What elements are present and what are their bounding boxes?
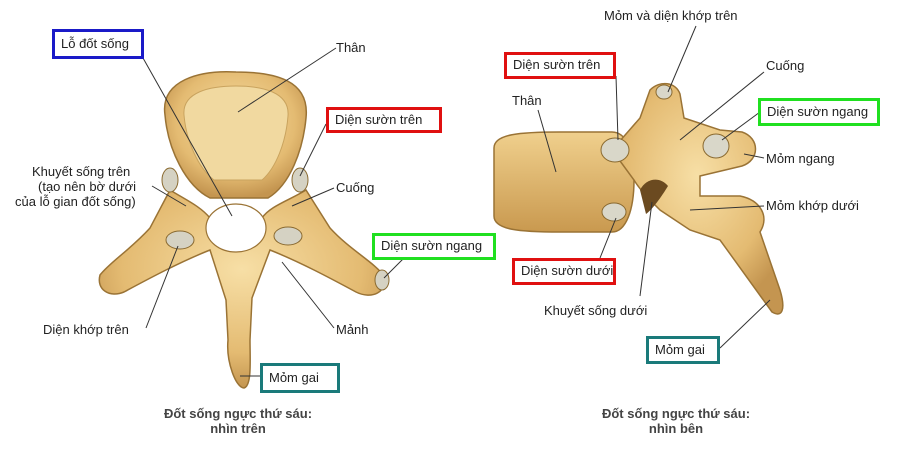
leader-mom-khop-duoi [689, 205, 765, 211]
label-khuyet-song-tren-3: của lỗ gian đốt sống) [15, 194, 136, 209]
top-view-vertebra [98, 71, 390, 389]
caption-side-line2: nhìn bên [648, 421, 704, 436]
label-mom-va-dien-khop-tren: Mỏm và diện khớp trên [604, 8, 738, 23]
label-than-top: Thân [336, 40, 366, 55]
side-sup-articular-facet [655, 84, 673, 100]
label-khuyet-song-duoi: Khuyết sống dưới [544, 303, 648, 318]
leader-lines [142, 25, 771, 377]
leader-dien-suon-tren-side [615, 75, 619, 141]
leader-cuong-top [291, 187, 335, 207]
label-mom-gai-top: Mỏm gai [260, 363, 340, 393]
leader-dien-suon-duoi [599, 217, 617, 259]
side-sup-costal-facet [600, 137, 630, 163]
label-than-side: Thân [512, 93, 542, 108]
top-sup-facet-left [165, 230, 195, 250]
label-lo-dot-song: Lỗ đốt sống [52, 29, 144, 59]
leader-khuyet-song-tren [151, 185, 187, 207]
caption-top-line2: nhìn trên [210, 421, 266, 436]
leader-mom-ngang [743, 153, 765, 159]
leader-khuyet-song-duoi [639, 201, 653, 297]
top-costal-facet-right [291, 167, 309, 193]
label-mom-khop-duoi: Mỏm khớp dưới [766, 198, 859, 213]
leader-mom-gai-side [719, 299, 771, 349]
caption-top-line1: Đốt sống ngực thứ sáu: [163, 406, 313, 421]
leader-than-top [237, 47, 337, 113]
label-dien-suon-tren-top: Diện sườn trên [326, 107, 442, 133]
leader-cuong-side [679, 71, 765, 141]
label-mom-gai-side: Mỏm gai [646, 336, 720, 364]
leader-dien-suon-tren-top [299, 123, 327, 177]
label-khuyet-song-tren-2: (tạo nên bờ dưới [38, 179, 137, 194]
label-mom-ngang: Mỏm ngang [766, 151, 835, 166]
caption-side-line1: Đốt sống ngực thứ sáu: [601, 406, 751, 421]
leader-dien-suon-ngang-side [721, 111, 761, 141]
label-cuong-top: Cuống [336, 180, 375, 195]
top-transverse-facet [374, 269, 390, 291]
side-arch-shape [611, 82, 784, 315]
side-inferior-notch [640, 179, 668, 214]
label-dien-khop-tren: Diện khớp trên [43, 322, 129, 337]
leader-dien-khop-tren [145, 245, 179, 329]
leader-mom-va-dien-khop-tren [667, 25, 697, 93]
label-dien-suon-tren-side: Diện sườn trên [504, 52, 616, 79]
label-dien-suon-ngang-top: Diện sườn ngang [372, 233, 496, 260]
side-view-vertebra [493, 82, 784, 315]
top-sup-facet-right [273, 226, 303, 246]
top-vertebral-foramen [205, 203, 267, 253]
label-dien-suon-ngang-side: Diện sườn ngang [758, 98, 880, 126]
side-inf-costal-facet [601, 202, 627, 222]
label-cuong-side: Cuống [766, 58, 805, 73]
label-khuyet-song-tren-1: Khuyết sống trên [32, 164, 131, 179]
top-body-spongy [183, 85, 289, 181]
leader-manh [281, 261, 335, 329]
label-manh: Mảnh [336, 322, 369, 337]
top-costal-facet-left [161, 167, 179, 193]
leader-lo-dot-song [142, 57, 233, 217]
leader-than-side [537, 109, 557, 173]
label-dien-suon-duoi: Diện sườn dưới [512, 258, 616, 285]
